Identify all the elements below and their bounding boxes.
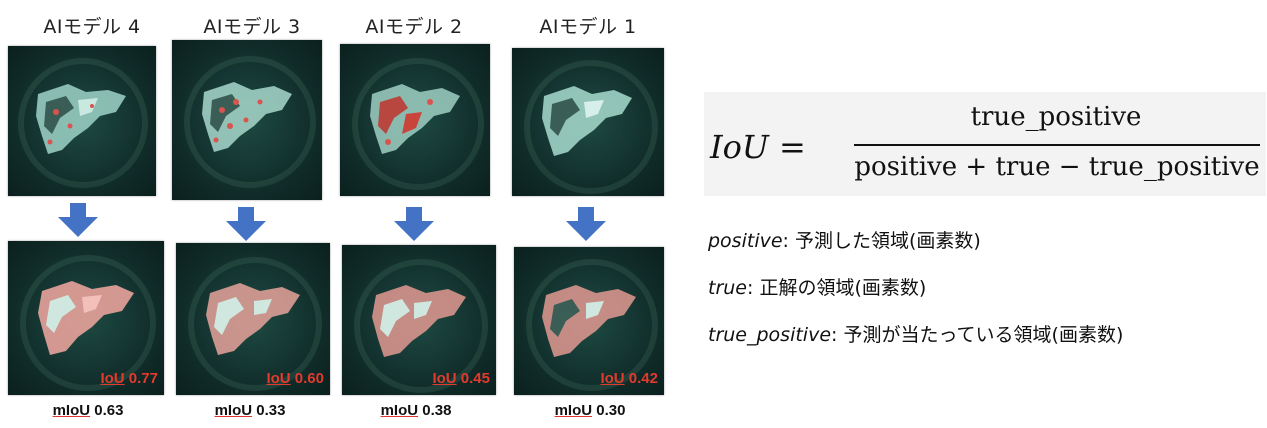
fraction-bar: [854, 144, 1260, 146]
segmentation-overlay: [542, 86, 632, 156]
definition-true-positive: true_positive: 予測が当たっている領域(画素数): [708, 324, 1124, 346]
formula-numerator: true_positive: [970, 102, 1142, 132]
down-arrow-icon: [226, 207, 266, 241]
model-title-4: AIモデル 4: [43, 16, 141, 38]
iou-result-image-model-2: IoU 0.45: [342, 245, 496, 395]
miou-score: mIoU 0.30: [554, 402, 626, 419]
down-arrow-icon: [58, 203, 98, 237]
model-title-3: AIモデル 3: [203, 16, 301, 38]
segmentation-overlay: [542, 285, 636, 357]
iou-result-image-model-1: IoU 0.42: [514, 247, 664, 395]
definition-positive: positive: 予測した領域(画素数): [708, 230, 981, 252]
miou-score: mIoU 0.38: [380, 402, 452, 419]
miou-score: mIoU 0.33: [214, 402, 286, 419]
prediction-image-model-2: [340, 44, 490, 196]
model-title-1: AIモデル 1: [539, 16, 637, 38]
model-title-2: AIモデル 2: [365, 16, 463, 38]
segmentation-overlay: [372, 285, 466, 357]
iou-result-image-model-4: IoU 0.77: [8, 241, 164, 395]
prediction-image-model-1: [512, 48, 664, 196]
iou-score-label: IoU 0.60: [266, 370, 324, 387]
prediction-image-model-4: [8, 46, 156, 196]
miou-score: mIoU 0.63: [52, 402, 124, 419]
segmentation-overlay: [38, 281, 134, 355]
iou-score-label: IoU 0.45: [432, 370, 490, 387]
iou-result-image-model-3: IoU 0.60: [176, 243, 330, 395]
down-arrow-icon: [394, 207, 434, 241]
definition-true: true: 正解の領域(画素数): [708, 277, 927, 299]
segmentation-overlay: [36, 84, 126, 154]
iou-score-label: IoU 0.77: [100, 370, 158, 387]
segmentation-overlay: [202, 82, 292, 152]
formula-denominator: positive + true − true_positive: [854, 152, 1260, 182]
down-arrow-icon: [566, 207, 606, 241]
iou-score-label: IoU 0.42: [600, 370, 658, 387]
formula-lhs: IoU =: [710, 128, 806, 166]
prediction-image-model-3: [172, 40, 322, 200]
segmentation-overlay: [370, 84, 460, 154]
segmentation-overlay: [206, 283, 300, 355]
iou-formula: IoU = true_positive positive + true − tr…: [704, 92, 1266, 196]
